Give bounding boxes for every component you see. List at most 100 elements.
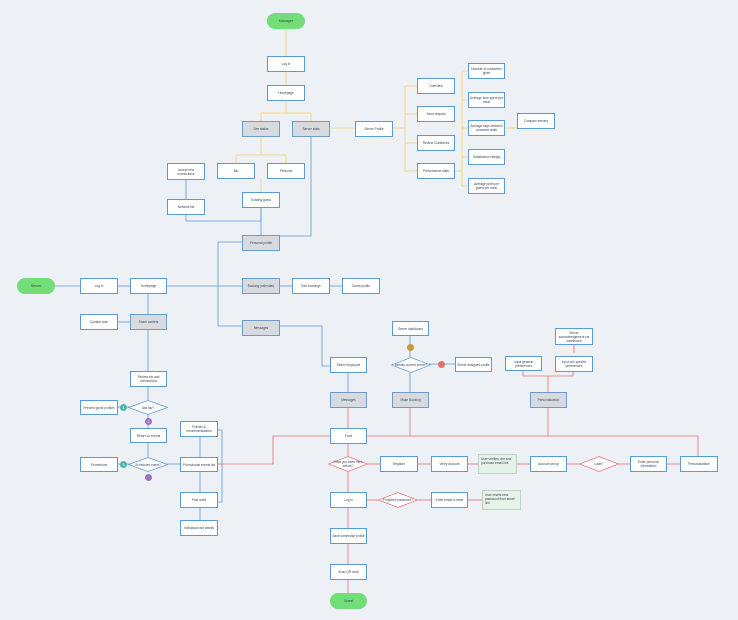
register-node[interactable]: Register (380, 456, 418, 472)
personal-node[interactable]: Personal (267, 163, 305, 179)
homepage-mid-node[interactable]: Homepage (130, 278, 167, 294)
send-request-node[interactable]: Send request (417, 106, 455, 122)
guest-profile-node[interactable]: Guest profile (342, 278, 380, 294)
return-events-node[interactable]: Return to events (130, 428, 167, 443)
guest-terminal[interactable]: Guest (330, 593, 367, 609)
account-setup-node[interactable]: Account set up (530, 456, 567, 472)
ask-fav-label: Ask fav? (141, 405, 155, 410)
login-label: Log in (281, 62, 291, 66)
guest-login-label: Log in (344, 498, 353, 502)
avg-days-between-node[interactable]: Average days between customer visits (468, 120, 505, 136)
review-guidelines-node[interactable]: Review Guidelines (417, 135, 455, 151)
compare-servers-node[interactable]: Compare servers (517, 113, 555, 129)
accept-connections-label: Accept new connections (177, 167, 195, 176)
identify-guest-decision[interactable]: Identify current server? (391, 357, 431, 373)
num-customers-node[interactable]: Number of customers given (468, 63, 505, 79)
messages-guest-node[interactable]: Messages (330, 392, 367, 408)
forgotten-password-decision[interactable]: Forgotten password? (378, 492, 418, 508)
badge-1-text: 1 (122, 405, 125, 410)
homepage-mid-label: Homepage (140, 284, 157, 288)
existing-guest-label: Existing guest (251, 198, 271, 202)
friends-rec-node[interactable]: Friends & recommendations (180, 421, 218, 437)
promotional-events-node[interactable]: Promotional events list (180, 457, 218, 472)
promotions-node[interactable]: Promotions (80, 457, 118, 472)
satisfaction-ratings-node[interactable]: Satisfaction ratings (468, 149, 505, 165)
select-employee-node[interactable]: Select employee (330, 357, 367, 373)
messages-node[interactable]: Messages (242, 320, 280, 336)
input-specific-node[interactable]: Input info specific preferences (555, 356, 593, 372)
network-list-node[interactable]: Network list (167, 199, 205, 215)
input-general-node[interactable]: Input general preferences (505, 356, 542, 371)
food-pref-node[interactable]: Personalization (530, 392, 567, 408)
preview-guest-node[interactable]: Preview guest profiles (80, 400, 118, 415)
see-status-node[interactable]: See status (242, 121, 280, 137)
select-employee-label: Select employee (336, 363, 361, 367)
server-profile-node[interactable]: Server Profile (355, 121, 393, 137)
avg-time-spent-node[interactable]: Average time spent per meal (468, 92, 505, 108)
personalization-right-label: Personalization (688, 462, 710, 466)
guest-login-node[interactable]: Log in (330, 492, 367, 508)
later-decision[interactable]: Later? (579, 456, 619, 472)
save-ownership-node[interactable]: Save ownership profile (330, 528, 367, 544)
enter-email-label: Enter email to reset (435, 498, 464, 502)
contact-note-node[interactable]: Contact note (80, 314, 118, 330)
overview-node[interactable]: Overview (417, 78, 455, 94)
past-visits-node[interactable]: Past visits (180, 492, 218, 508)
make-booking-label: Make Booking (400, 398, 421, 402)
accept-connections-node[interactable]: Accept new connections (167, 163, 205, 180)
server-dashboard-node[interactable]: Server dashboard (392, 321, 429, 336)
avg-profit-node[interactable]: Average profit per guest per meal (468, 178, 505, 194)
server-label: Server (30, 283, 42, 288)
make-booking-node[interactable]: Make Booking (392, 392, 429, 408)
bio-node[interactable]: Bio (217, 163, 255, 179)
server-assigned-node[interactable]: Server assigned profile (455, 357, 492, 372)
scan-qr-node[interactable]: Scan QR code (330, 564, 367, 580)
homepage-top-node[interactable]: Homepage (267, 85, 305, 101)
avg-profit-label: Average profit per guest per meal (473, 182, 500, 190)
ask-fav-decision[interactable]: Ask fav? (128, 400, 168, 415)
server-stats-label: Server stats (302, 127, 320, 131)
badge-5 (407, 344, 414, 351)
existing-guest-node[interactable]: Existing guest (242, 192, 280, 208)
enter-email-node[interactable]: Enter email to reset (431, 492, 468, 508)
server-terminal[interactable]: Server (17, 278, 55, 294)
badge-3-text: 3 (122, 462, 125, 467)
verify-account-node[interactable]: Verify account (431, 456, 468, 472)
review-guidelines-label: Review Guidelines (422, 141, 450, 145)
login-node[interactable]: Log in (267, 56, 305, 72)
send-request-label: Send request (426, 112, 446, 116)
server-login-node[interactable]: Log in (80, 278, 118, 294)
avg-time-spent-label: Average time spent per meal (470, 96, 503, 104)
server-ack-node[interactable]: Server acknowledgement via dashboard (555, 328, 593, 345)
personal-profile-node[interactable]: Personal profile (242, 235, 280, 251)
network-list-label: Network list (177, 205, 195, 209)
messages-guest-label: Messages (341, 398, 356, 402)
register-label: Register (393, 462, 405, 466)
personalization-right-node[interactable]: Personalization (680, 456, 718, 472)
personal-label: Personal (279, 169, 293, 173)
review-bio-node[interactable]: Review bio and connections (130, 371, 167, 387)
food-node[interactable]: Food (330, 428, 367, 444)
overview-label: Overview (429, 84, 443, 88)
manager-terminal[interactable]: Manager (267, 13, 305, 29)
have-you-been-decision[interactable]: Have you been here before? (328, 456, 368, 472)
promotional-events-label: Promotional events list (182, 462, 216, 467)
verified-note: User verifies one and purchase email lin… (478, 454, 517, 474)
badge-6 (438, 361, 445, 368)
edit-bookings-node[interactable]: Edit bookings (292, 278, 330, 294)
server-login-label: Log in (94, 284, 104, 288)
share-content-node[interactable]: Share content (130, 314, 167, 330)
contact-note-label: Contact note (89, 320, 109, 324)
booking-calendar-node[interactable]: Booking (calendar) (242, 278, 280, 294)
server-dashboard-label: Server dashboard (397, 326, 424, 331)
scheduled-event-decision[interactable]: Scheduled event? (128, 457, 168, 472)
server-stats-node[interactable]: Server stats (292, 121, 330, 137)
performance-stats-node[interactable]: Performance stats (417, 163, 455, 179)
avg-days-between-label: Average days between customer visits (470, 124, 503, 132)
bio-label: Bio (233, 169, 239, 173)
individual-visit-node[interactable]: Individual visit details (180, 520, 218, 536)
save-ownership-label: Save ownership profile (332, 534, 365, 538)
promotions-label: Promotions (90, 462, 108, 467)
enter-personal-node[interactable]: Enter personal information (630, 456, 667, 472)
